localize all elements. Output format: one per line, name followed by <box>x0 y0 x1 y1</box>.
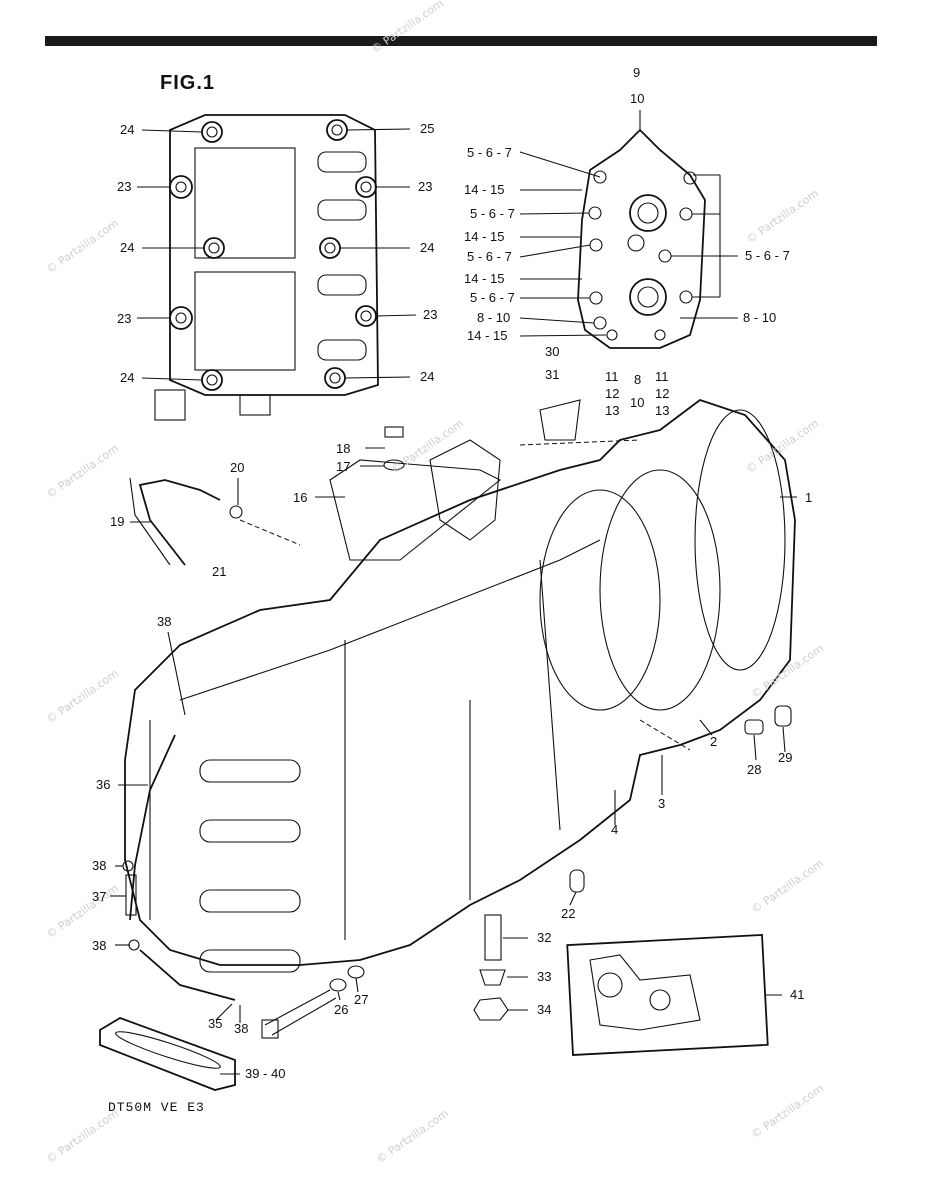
callout-label: 30 <box>545 344 560 359</box>
callout-label: 38 <box>234 1021 249 1036</box>
callout-label: 24 <box>120 240 135 255</box>
callout-label: 10 <box>630 395 645 410</box>
callout-label: 5 - 6 - 7 <box>467 145 512 160</box>
callout-label: 41 <box>790 987 805 1002</box>
callout-label: 22 <box>561 906 576 921</box>
callout-label: 37 <box>92 889 107 904</box>
callout-label: 1 <box>805 490 813 505</box>
callout-label: 23 <box>117 311 132 326</box>
callout-label: 2 <box>710 734 718 749</box>
leader-lines <box>137 110 738 381</box>
callout-label: 23 <box>418 179 433 194</box>
callout-label: 38 <box>92 858 107 873</box>
callout-label: 8 <box>634 372 642 387</box>
callout-label: 14 - 15 <box>464 182 505 197</box>
loose-parts-drawing <box>99 426 792 1091</box>
callout-label: 10 <box>630 91 645 106</box>
callout-label: 11 <box>655 369 669 384</box>
callout-label: 18 <box>336 441 351 456</box>
callout-label: 14 - 15 <box>464 229 505 244</box>
callout-label: 24 <box>420 369 435 384</box>
callout-label: 5 - 6 - 7 <box>745 248 790 263</box>
callout-label: 12 <box>605 386 620 401</box>
callout-label: 17 <box>336 459 351 474</box>
callout-label: 9 <box>633 65 641 80</box>
callout-label: 23 <box>423 307 438 322</box>
callout-label: 14 - 15 <box>467 328 508 343</box>
callout-label: 3 <box>658 796 666 811</box>
cylinder-block-drawing <box>124 398 796 973</box>
callout-label: 25 <box>420 121 435 136</box>
callout-label: 13 <box>655 403 670 418</box>
callout-label: 23 <box>117 179 132 194</box>
callout-label: 21 <box>212 564 227 579</box>
callout-label: 29 <box>778 750 793 765</box>
callout-label: 35 <box>208 1016 223 1031</box>
callout-label: 39 - 40 <box>245 1066 286 1081</box>
callout-label: 24 <box>420 240 435 255</box>
callout-label: 24 <box>120 370 135 385</box>
callout-label: 4 <box>611 822 619 837</box>
callout-label: 33 <box>537 969 552 984</box>
callout-label: 26 <box>334 1002 349 1017</box>
callout-label: 5 - 6 - 7 <box>467 249 512 264</box>
callout-label: 20 <box>230 460 245 475</box>
callout-label: 19 <box>110 514 125 529</box>
callout-label: 12 <box>655 386 670 401</box>
figure-title: FIG.1 <box>160 72 216 94</box>
callout-label: 8 - 10 <box>477 310 511 325</box>
callout-label: 32 <box>537 930 552 945</box>
callout-label: 13 <box>605 403 620 418</box>
header-rule <box>45 36 877 46</box>
callout-label: 34 <box>537 1002 552 1017</box>
callout-label: 5 - 6 - 7 <box>470 290 515 305</box>
callout-label: 14 - 15 <box>464 271 505 286</box>
callout-label: 11 <box>605 369 619 384</box>
model-code: DT50M VE E3 <box>108 1100 205 1115</box>
gasket-drawing <box>154 114 379 421</box>
callout-label: 8 - 10 <box>743 310 777 325</box>
cover-gasket-drawing <box>577 128 706 349</box>
callout-label: 27 <box>354 992 369 1007</box>
callout-label: 38 <box>92 938 107 953</box>
callout-label: 31 <box>545 367 560 382</box>
callout-label: 16 <box>293 490 308 505</box>
callout-label: 5 - 6 - 7 <box>470 206 515 221</box>
callout-label: 28 <box>747 762 762 777</box>
lower-leaders <box>110 447 797 1075</box>
callout-label: 36 <box>96 777 111 792</box>
callout-label: 24 <box>120 122 135 137</box>
callout-label: 38 <box>157 614 172 629</box>
